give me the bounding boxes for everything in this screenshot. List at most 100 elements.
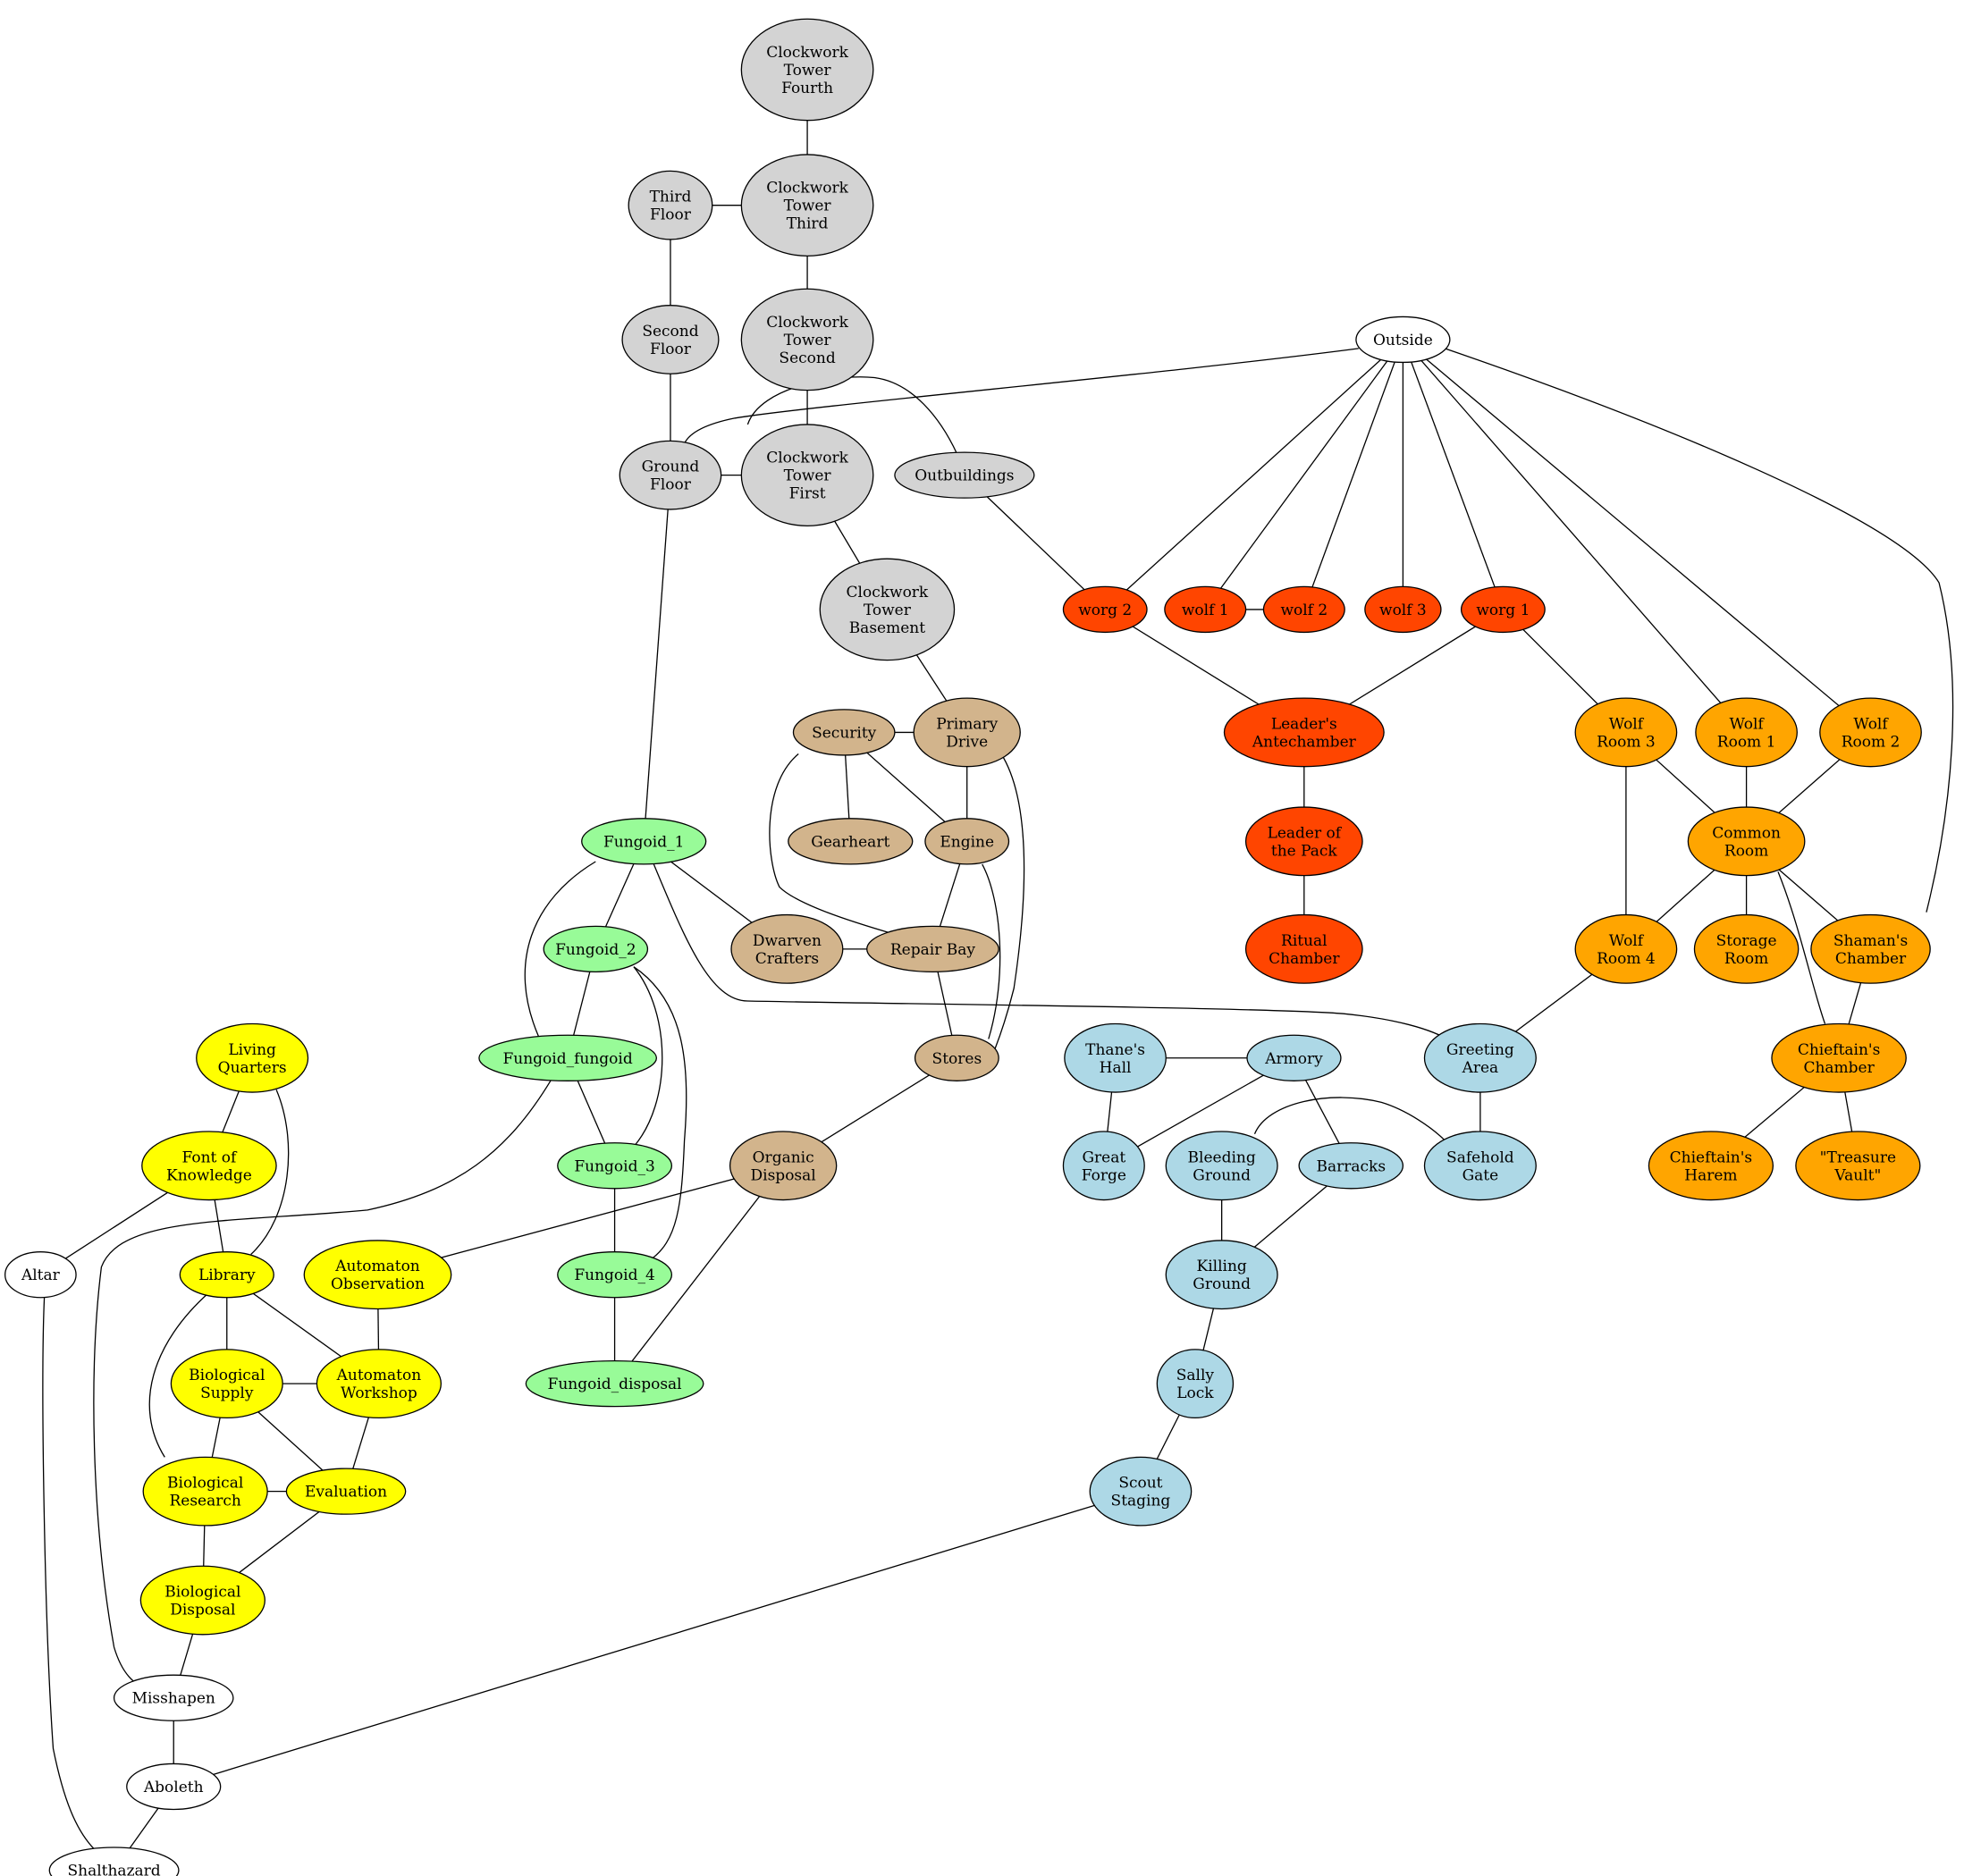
node-label: Outbuildings (915, 467, 1014, 485)
node-ellipse (628, 170, 713, 240)
node-eval[interactable]: Evaluation (285, 1468, 407, 1515)
node-f3[interactable]: Fungoid_3 (557, 1142, 673, 1190)
node-altar[interactable]: Altar (4, 1251, 77, 1299)
node-misshapen[interactable]: Misshapen (113, 1674, 234, 1721)
node-label: Biological (189, 1367, 265, 1384)
node-f2[interactable]: Fungoid_2 (543, 925, 649, 973)
node-label: Knowledge (166, 1166, 252, 1184)
node-security[interactable]: Security (792, 709, 896, 756)
node-label: Room 3 (1597, 733, 1656, 751)
node-worg1[interactable]: worg 1 (1460, 585, 1546, 634)
edge-altar-shal (42, 1297, 96, 1851)
node-f4[interactable]: Fungoid_4 (557, 1251, 673, 1299)
node-ellipse (1574, 697, 1678, 768)
node-fdisp[interactable]: Fungoid_disposal (525, 1359, 704, 1408)
edge-security-repair (769, 753, 906, 938)
node-armory[interactable]: Armory (1246, 1034, 1342, 1081)
node-label: Shalthazard (67, 1863, 160, 1876)
node-label: Automaton (334, 1258, 420, 1275)
node-label: Lock (1176, 1384, 1214, 1402)
node-label: Tower (784, 198, 832, 215)
node-library[interactable]: Library (179, 1251, 274, 1299)
node-wolf3[interactable]: wolf 3 (1364, 585, 1442, 634)
node-ellipse (316, 1349, 443, 1419)
node-aboleth[interactable]: Aboleth (126, 1762, 222, 1811)
node-worg2[interactable]: worg 2 (1062, 585, 1148, 634)
node-label: Thane's (1085, 1041, 1145, 1059)
node-repair[interactable]: Repair Bay (866, 925, 999, 973)
node-wolf1[interactable]: wolf 1 (1164, 585, 1247, 634)
node-gearheart[interactable]: Gearheart (788, 818, 914, 865)
node-ellipse (285, 1468, 407, 1515)
node-outside[interactable]: Outside (1355, 315, 1451, 364)
node-label: Ground (642, 458, 700, 476)
node-outb[interactable]: Outbuildings (894, 451, 1035, 499)
node-label: Biological (167, 1475, 243, 1493)
edge-primary-stores (994, 753, 1025, 1050)
node-ellipse (1164, 585, 1247, 634)
edge-outside-ground (684, 348, 1359, 444)
node-wolf2[interactable]: wolf 2 (1262, 585, 1345, 634)
node-label: Basement (849, 619, 926, 637)
node-stores[interactable]: Stores (914, 1034, 999, 1081)
node-label: Fungoid_3 (574, 1157, 654, 1175)
node-ellipse (619, 440, 722, 510)
node-label: Gearheart (811, 833, 889, 851)
node-shal[interactable]: Shalthazard (48, 1847, 180, 1876)
node-label: Quarters (218, 1059, 287, 1077)
node-ffungoid[interactable]: Fungoid_fungoid (478, 1034, 658, 1081)
node-ellipse (1687, 806, 1806, 877)
node-label: Room (1724, 950, 1768, 968)
node-label: Tower (784, 62, 832, 80)
node-engine[interactable]: Engine (924, 818, 1010, 865)
node-ellipse (141, 1131, 277, 1201)
node-barracks[interactable]: Barracks (1298, 1142, 1404, 1190)
node-label: Leader of (1268, 824, 1343, 842)
node-label: worg 1 (1476, 601, 1530, 619)
node-ellipse (1423, 1022, 1537, 1093)
node-f1[interactable]: Fungoid_1 (581, 818, 707, 865)
node-ellipse (557, 1142, 673, 1190)
node-label: Dwarven (753, 932, 822, 950)
edge-living-library (250, 1089, 290, 1255)
